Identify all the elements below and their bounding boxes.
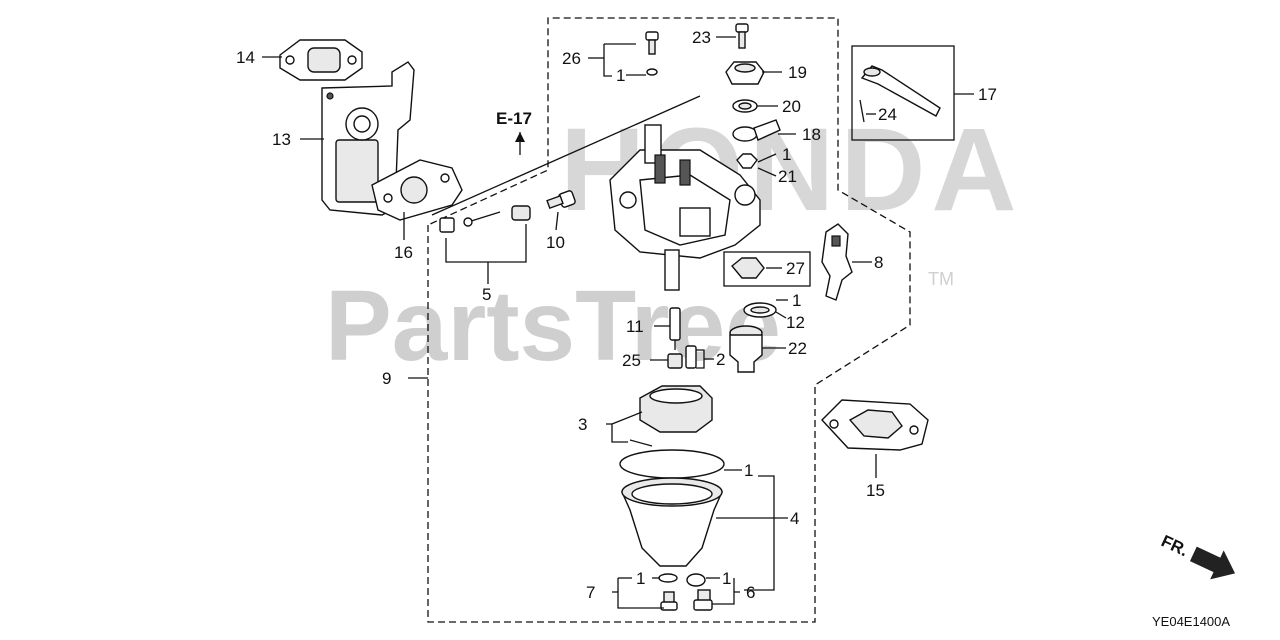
part-24-pin[interactable]	[859, 99, 865, 123]
part-1-oring-top[interactable]	[646, 68, 658, 76]
callout-7[interactable]: 7	[586, 583, 595, 602]
callout-9[interactable]: 9	[382, 369, 391, 388]
carburetor-assembly-boundary	[427, 17, 911, 623]
callout-1-right[interactable]: 1	[722, 569, 731, 588]
callout-18[interactable]: 18	[802, 125, 821, 144]
callout-13[interactable]: 13	[272, 130, 291, 149]
part-11-needle[interactable]	[669, 307, 681, 350]
callout-12[interactable]: 12	[786, 313, 805, 332]
callout-26[interactable]: 26	[562, 49, 581, 68]
callout-4[interactable]: 4	[790, 509, 799, 528]
callout-14[interactable]: 14	[236, 48, 255, 67]
trademark-mark: TM	[928, 269, 954, 289]
callout-25[interactable]: 25	[622, 351, 641, 370]
part-17-box	[851, 45, 955, 141]
part-26-screw[interactable]	[645, 31, 659, 55]
front-direction-label: FR.	[1158, 531, 1191, 560]
callout-8[interactable]: 8	[874, 253, 883, 272]
part-7-bolt[interactable]	[660, 591, 678, 611]
part-19-cap[interactable]	[725, 61, 765, 85]
callout-2[interactable]: 2	[716, 350, 725, 369]
callout-27[interactable]: 27	[786, 259, 805, 278]
part-16-gasket[interactable]	[371, 159, 463, 221]
callout-6[interactable]: 6	[746, 583, 755, 602]
callout-19[interactable]: 19	[788, 63, 807, 82]
part-5-pilot-screw[interactable]	[439, 205, 531, 233]
diagram-code: YE04E1400A	[1152, 614, 1230, 629]
part-2-jet[interactable]	[685, 345, 697, 369]
callout-1-left[interactable]: 1	[636, 569, 645, 588]
part-10-screw[interactable]	[546, 190, 576, 210]
washer-hole	[750, 306, 770, 314]
front-arrow-icon	[1189, 546, 1236, 580]
part-17-choke-rod[interactable]	[860, 65, 941, 117]
callout-10[interactable]: 10	[546, 233, 565, 252]
callout-1-oring[interactable]: 1	[744, 461, 753, 480]
part-1-washer-left[interactable]	[658, 573, 678, 583]
part-14-gasket[interactable]	[279, 39, 363, 81]
part-21-nut[interactable]	[736, 153, 758, 169]
section-reference[interactable]: E-17	[496, 109, 532, 128]
leader-lines	[262, 36, 974, 609]
callout-21[interactable]: 21	[778, 167, 797, 186]
part-15-gasket[interactable]	[821, 399, 929, 451]
part-27-box	[723, 251, 811, 287]
part-1-washer-right[interactable]	[686, 573, 706, 587]
callout-17[interactable]: 17	[978, 85, 997, 104]
callout-3[interactable]: 3	[578, 415, 587, 434]
part-25-main-jet[interactable]	[667, 353, 683, 369]
part-27-gasket[interactable]	[731, 257, 765, 279]
washer-hole	[738, 102, 752, 110]
callout-20[interactable]: 20	[782, 97, 801, 116]
part-23-screw[interactable]	[735, 23, 749, 49]
callout-5[interactable]: 5	[482, 285, 491, 304]
part-4-float-chamber[interactable]	[620, 477, 724, 567]
callout-1-top[interactable]: 1	[616, 66, 625, 85]
callout-1-nut[interactable]: 1	[782, 145, 791, 164]
part-3-float[interactable]	[629, 385, 713, 447]
callout-23[interactable]: 23	[692, 28, 711, 47]
front-direction-arrow: FR.	[1158, 531, 1236, 580]
callout-1-washer[interactable]: 1	[792, 291, 801, 310]
callout-15[interactable]: 15	[866, 481, 885, 500]
part-1-chamber-oring[interactable]	[619, 449, 725, 479]
part-8-float-valve[interactable]	[821, 223, 853, 301]
carburetor-body[interactable]	[609, 124, 761, 291]
callout-16[interactable]: 16	[394, 243, 413, 262]
outline-line	[431, 95, 701, 216]
partstree-watermark: PartsTree	[325, 270, 781, 382]
callout-11[interactable]: 11	[626, 317, 644, 336]
part-6-bolt[interactable]	[693, 589, 713, 611]
part-22-jet-holder[interactable]	[729, 325, 763, 373]
callout-22[interactable]: 22	[788, 339, 807, 358]
reference-arrowhead	[515, 132, 525, 142]
part-18-lever[interactable]	[732, 119, 781, 142]
callout-24[interactable]: 24	[878, 105, 897, 124]
